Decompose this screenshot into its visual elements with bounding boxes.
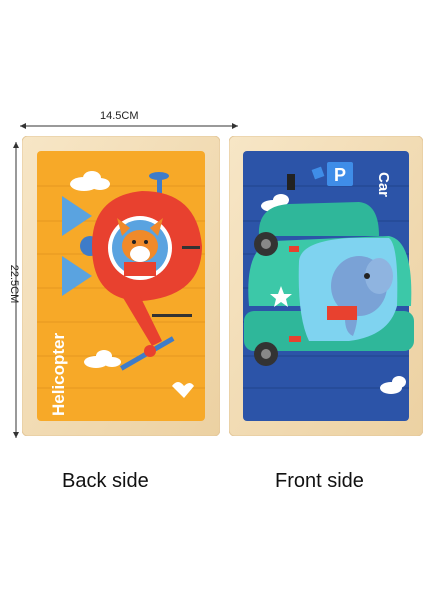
width-arrow-icon: [20, 123, 238, 129]
parking-sign-icon: P: [287, 162, 353, 190]
back-side-caption: Back side: [62, 470, 149, 492]
height-label: 22.5CM: [8, 264, 20, 304]
parking-sign-text: P: [334, 165, 346, 185]
fox-icon: [117, 218, 163, 276]
puzzle-text-back: Helicopter: [49, 332, 68, 416]
cloud-icon: [84, 350, 121, 368]
elephant-icon: [327, 256, 393, 336]
width-dimension: 14.5CM: [18, 110, 240, 130]
star-icon: [270, 286, 292, 307]
front-side-puzzle: P: [229, 136, 423, 436]
cloud-icon: [380, 376, 406, 394]
front-side-caption: Front side: [275, 470, 364, 492]
height-arrow-icon: [13, 142, 19, 438]
height-dimension: 22.5CM: [2, 140, 24, 440]
cloud-icon: [70, 171, 110, 191]
bird-icon: [172, 382, 194, 398]
back-side-puzzle: Helicopter: [22, 136, 220, 436]
puzzle-text-front: Car: [375, 172, 392, 197]
width-label: 14.5CM: [100, 110, 139, 122]
